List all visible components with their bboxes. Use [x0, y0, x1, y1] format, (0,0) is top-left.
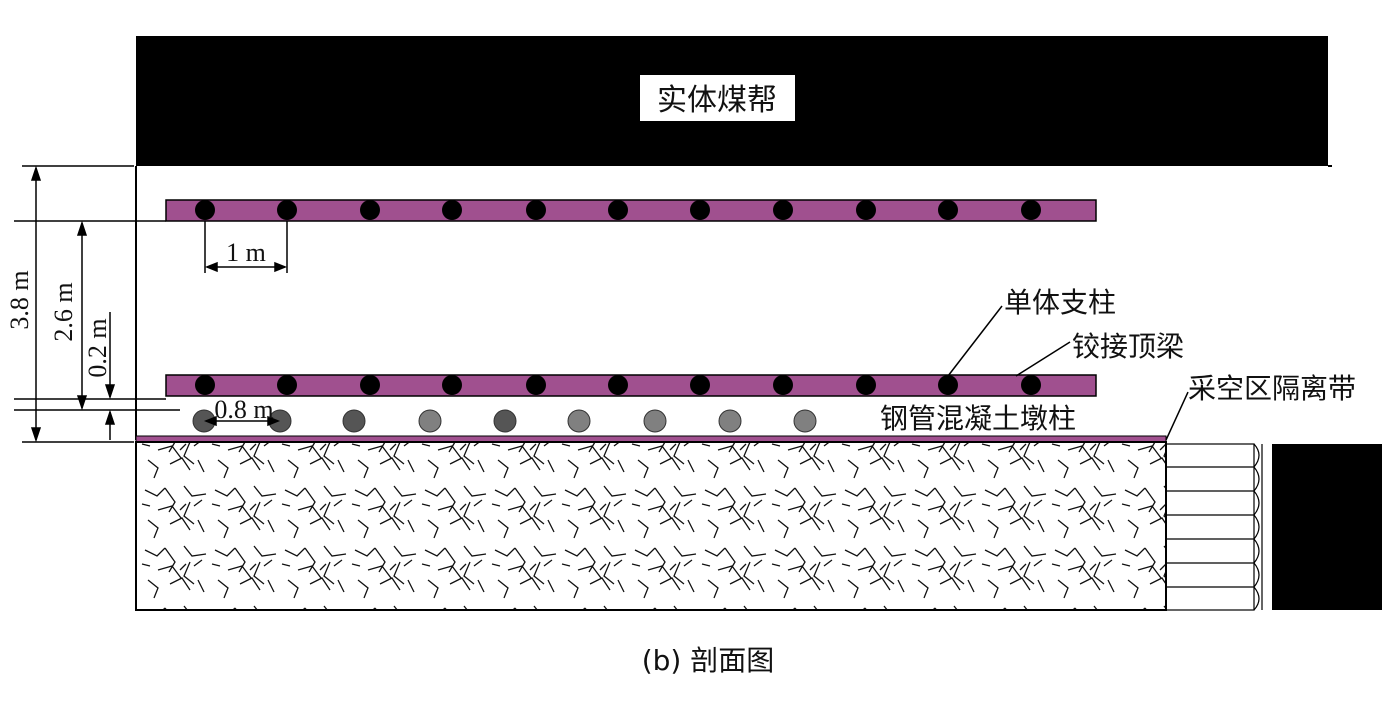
prop-spacing-label: 1 m [226, 238, 266, 267]
single-prop [938, 375, 958, 395]
pier-column [643, 409, 667, 433]
total-height-label: 3.8 m [5, 270, 34, 329]
coal-wall-label-box [640, 75, 795, 121]
small-height-label: 0.2 m [83, 318, 112, 377]
single-prop [195, 200, 215, 220]
pier-column [342, 409, 366, 433]
single-prop [938, 200, 958, 220]
single-prop [195, 375, 215, 395]
single-prop [526, 200, 546, 220]
pier-column [718, 409, 742, 433]
pier-column [793, 409, 817, 433]
pier-spacing-dimension [203, 415, 281, 427]
lower-single-props [195, 375, 1041, 395]
single-prop [856, 375, 876, 395]
coal-wall-label: 实体煤帮 [657, 83, 777, 118]
single-prop [526, 375, 546, 395]
single-prop [856, 200, 876, 220]
single-prop [277, 200, 297, 220]
figure-caption: (b) 剖面图 [642, 644, 775, 677]
single-prop [277, 375, 297, 395]
single-prop [608, 375, 628, 395]
single-prop [1021, 200, 1041, 220]
upper-single-props [195, 200, 1041, 220]
single-prop [360, 375, 380, 395]
pier-spacing-label: 0.8 m [214, 395, 273, 424]
single-prop [360, 200, 380, 220]
single-prop [690, 375, 710, 395]
hinged-beam-label: 铰接顶梁 [1072, 330, 1184, 363]
goaf-isolation-belt-label: 采空区隔离带 [1188, 372, 1356, 405]
goaf-isolation-belt [1165, 443, 1263, 611]
pier-column [493, 409, 517, 433]
single-prop [690, 200, 710, 220]
single-prop [773, 200, 793, 220]
single-prop [608, 200, 628, 220]
single-prop [773, 375, 793, 395]
goaf-rock-mass [135, 441, 1167, 611]
pier-column [418, 409, 442, 433]
height-dimensions [14, 165, 180, 443]
pier-column [567, 409, 591, 433]
cfst-pier-row [192, 409, 817, 433]
leader-lines [947, 305, 1189, 441]
cfst-pier-label: 钢管混凝土墩柱 [880, 402, 1076, 435]
single-prop [442, 375, 462, 395]
mid-height-label: 2.6 m [49, 282, 78, 341]
single-prop [1021, 375, 1041, 395]
right-coal-block [1272, 444, 1382, 610]
single-prop-label: 单体支柱 [1004, 286, 1116, 319]
prop-spacing-dimension [204, 221, 288, 273]
single-prop [442, 200, 462, 220]
